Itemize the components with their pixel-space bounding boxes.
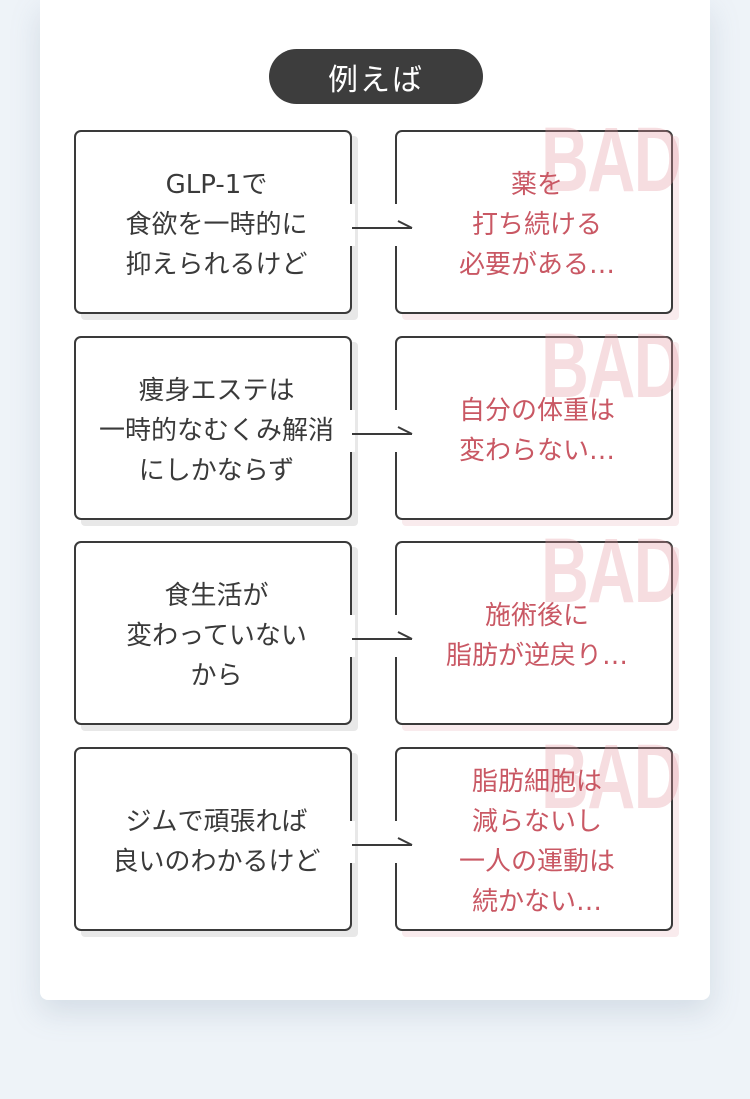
arrow-right-icon: [352, 631, 413, 640]
result-text: 施術後に 脂肪が逆戻り…: [445, 601, 628, 671]
cause-text: ジムで頑張れば 良いのわかるけど: [112, 807, 321, 877]
result-box: [395, 130, 673, 314]
arrow-right-icon: [352, 220, 413, 229]
result-text: 自分の体重は 変わらない…: [458, 396, 615, 466]
example-badge-label: 例えば: [328, 62, 424, 98]
comparison-row-1: BAD GLP-1で 食欲を一時的に 抑えられるけど 薬を 打ち続ける 必要があ…: [74, 114, 684, 320]
bad-watermark: BAD: [541, 109, 682, 211]
example-badge: 例えば: [269, 49, 483, 104]
connector-gap: [349, 410, 355, 452]
comparison-row-2: BAD 痩身エステは 一時的なむくみ解消 にしかならず 自分の体重は 変わらない…: [74, 320, 684, 526]
result-box: [395, 747, 673, 931]
cause-box: [74, 747, 352, 931]
bad-watermark: BAD: [541, 520, 682, 622]
result-box: [395, 336, 673, 520]
content-card: 例えば BAD GLP-1で 食欲を一時的に 抑えられるけど 薬を 打ち続ける …: [40, 0, 710, 1000]
connector-gap: [393, 821, 399, 863]
connector-gap: [393, 204, 399, 246]
connector-gap: [393, 615, 399, 657]
connector-gap: [349, 821, 355, 863]
connector-gap: [349, 615, 355, 657]
cause-text: GLP-1で 食欲を一時的に 抑えられるけど: [125, 170, 308, 280]
arrow-right-icon: [352, 426, 413, 435]
bad-watermark: BAD: [541, 315, 682, 417]
comparison-row-3: BAD 食生活が 変わっていない から 施術後に 脂肪が逆戻り…: [74, 525, 684, 731]
result-text: 脂肪細胞は 減らないし 一人の運動は 続かない…: [458, 767, 615, 917]
connector-gap: [393, 410, 399, 452]
arrow-right-icon: [352, 837, 413, 846]
cause-box: [74, 541, 352, 725]
connector-gap: [349, 204, 355, 246]
cause-text: 痩身エステは 一時的なむくみ解消 にしかならず: [98, 376, 335, 486]
cause-box: [74, 336, 352, 520]
cause-box: [74, 130, 352, 314]
cause-text: 食生活が 変わっていない から: [126, 581, 307, 691]
comparison-row-4: BAD ジムで頑張れば 良いのわかるけど 脂肪細胞は 減らないし 一人の運動は …: [74, 731, 684, 937]
result-box: [395, 541, 673, 725]
bad-watermark: BAD: [541, 726, 682, 828]
result-text: 薬を 打ち続ける 必要がある…: [458, 170, 615, 280]
